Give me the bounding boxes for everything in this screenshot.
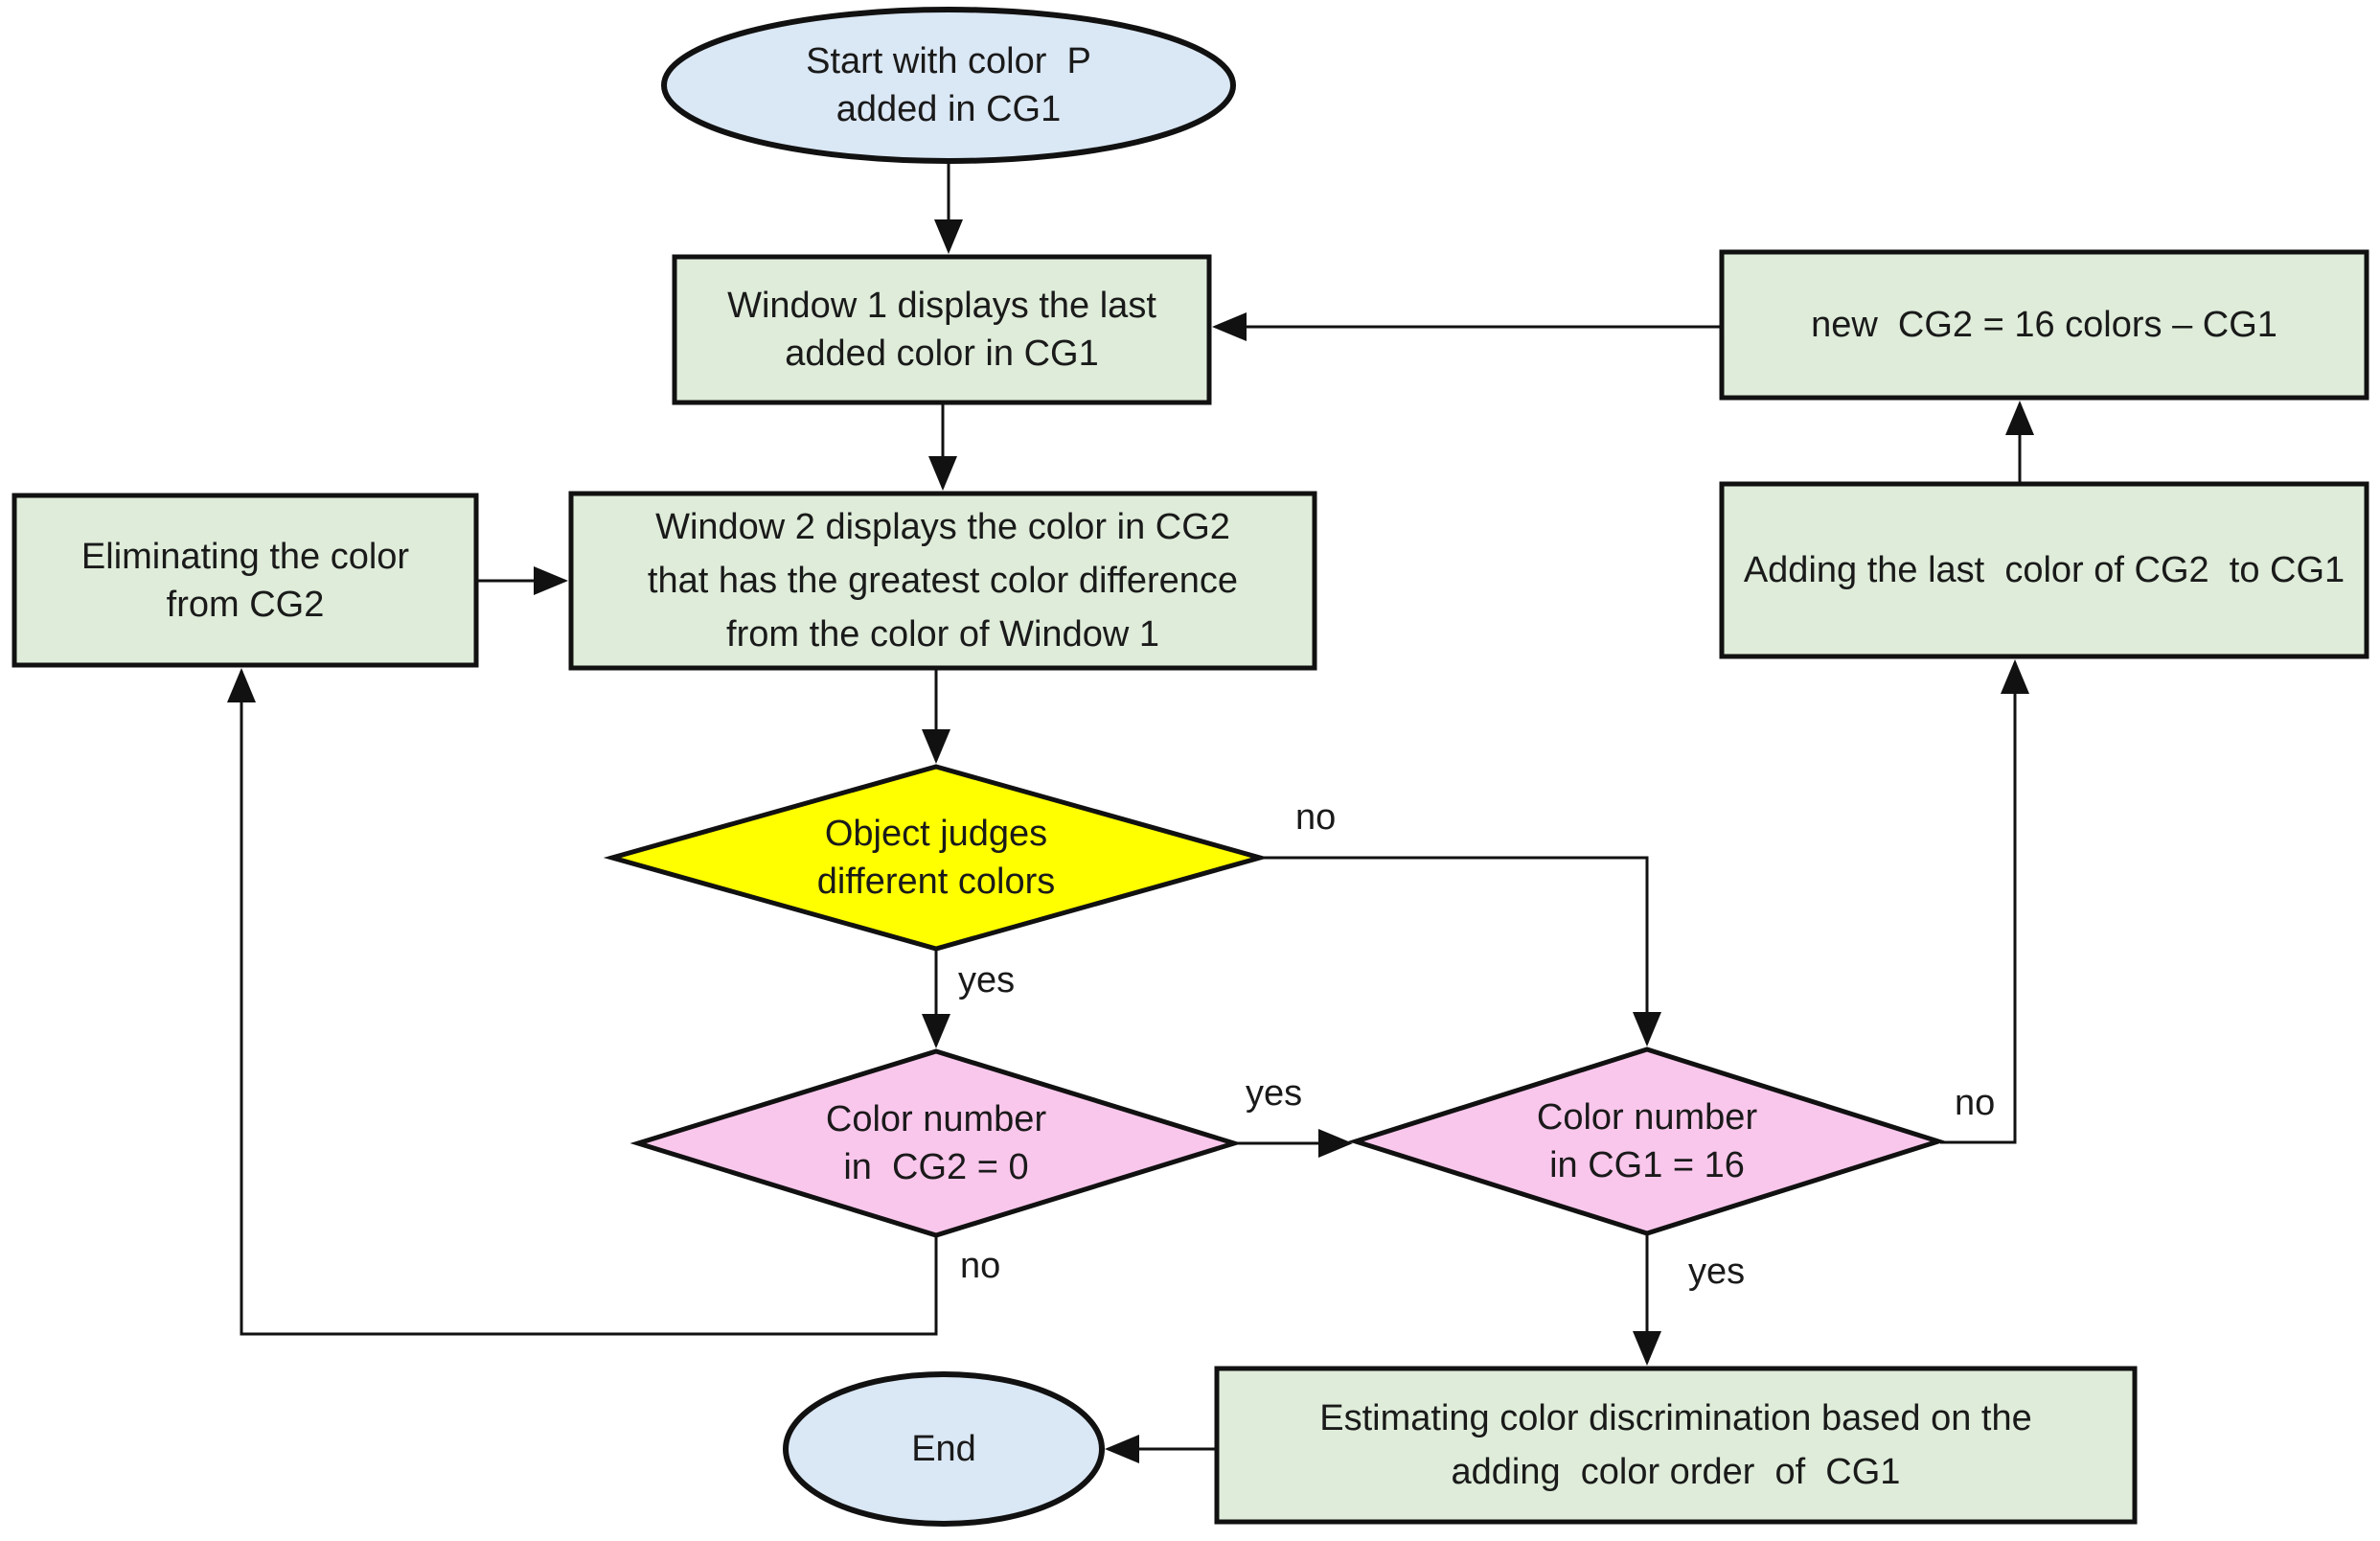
arrow-cg2-no-to-eliminating: [227, 668, 938, 1336]
start-terminator-shape: [661, 7, 1236, 164]
arrow-judge-no-to-cg1: [1262, 856, 1661, 1046]
judge-decision-shape: [603, 764, 1270, 952]
estimating-process-shape: [1214, 1366, 2138, 1525]
new-cg2-process-shape: [1719, 249, 2369, 401]
edge-label-judge-yes: yes: [958, 960, 1016, 1000]
cg2-zero-decision-shape: [629, 1048, 1243, 1238]
end-terminator-shape: [783, 1371, 1105, 1527]
eliminating-process-shape: [11, 493, 479, 668]
adding-process-shape: [1719, 481, 2369, 659]
window1-process-shape: [672, 254, 1212, 405]
edge-label-judge-no: no: [1295, 797, 1337, 838]
cg1-sixteen-decision-shape: [1347, 1046, 1947, 1236]
edge-label-cg2-yes: yes: [1246, 1073, 1303, 1114]
window2-process-shape: [568, 491, 1317, 671]
edge-label-cg1-yes: yes: [1688, 1252, 1746, 1292]
arrow-cg1-no-to-adding: [1940, 659, 2029, 1144]
edge-label-cg1-no: no: [1955, 1083, 1996, 1123]
edge-label-cg2-no: no: [960, 1246, 1001, 1286]
